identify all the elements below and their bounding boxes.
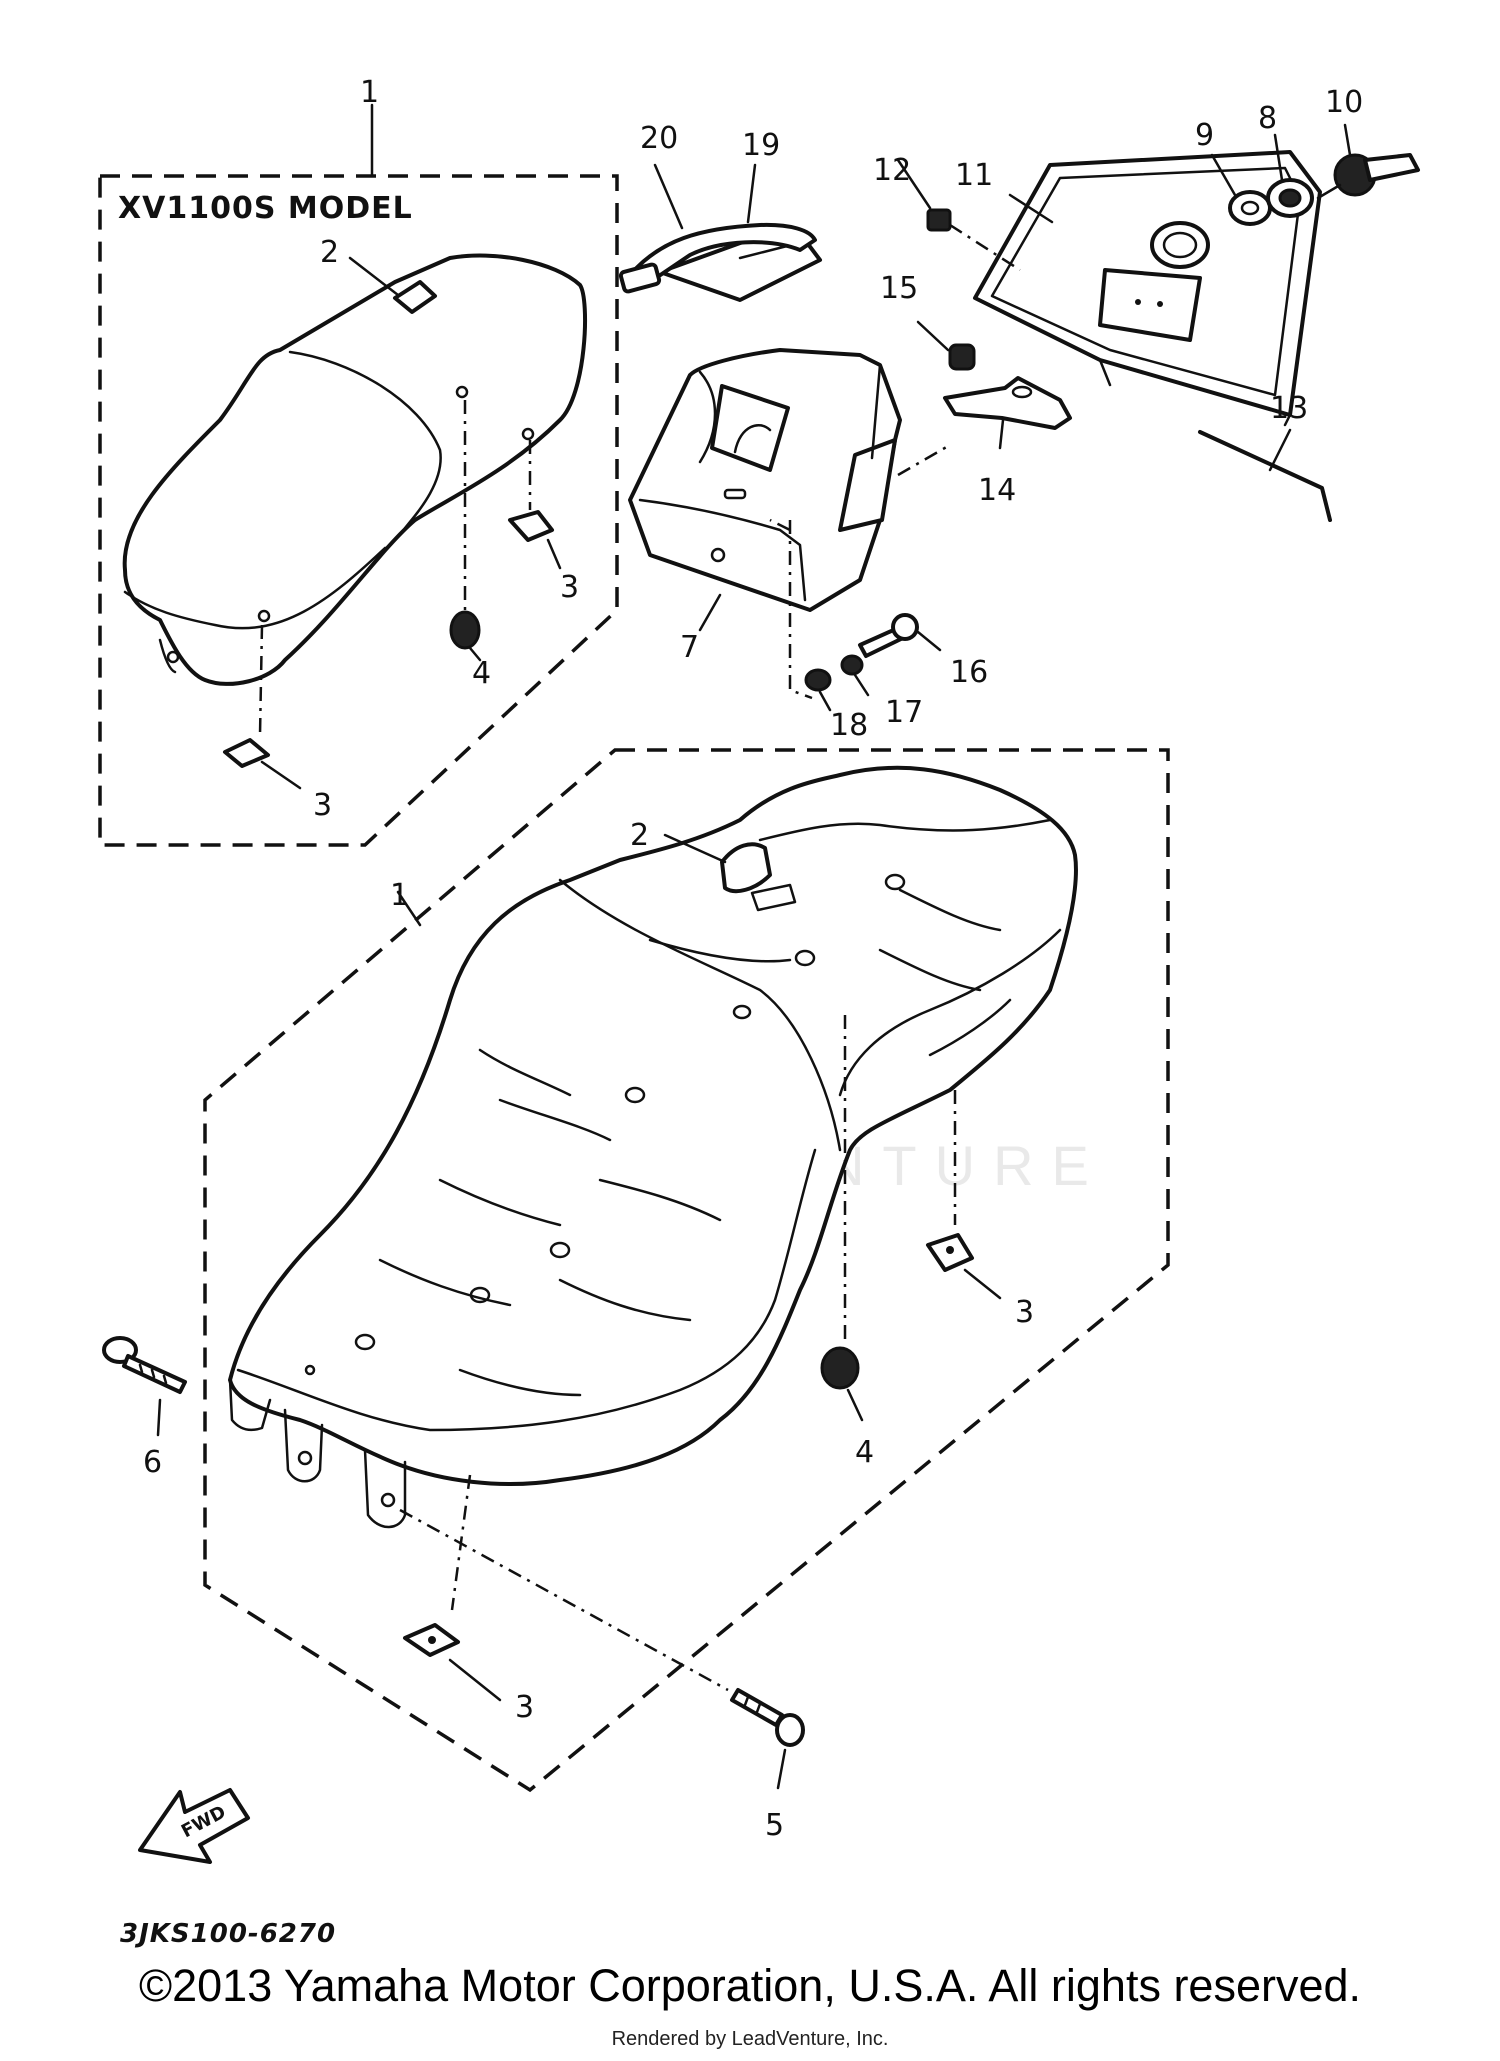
callout-inset-damper: 4 <box>472 656 491 691</box>
callout-main-seat: 1 <box>390 878 409 913</box>
inset-bracket-right <box>508 440 562 570</box>
inset-box: XV1100S MODEL <box>98 103 619 847</box>
callout-main-emblem: 2 <box>630 818 649 853</box>
callout-main-bolt-lower: 5 <box>765 1808 784 1843</box>
reference-code: 3JKS100-6270 <box>120 1919 336 1949</box>
main-bolt-left <box>102 1336 187 1437</box>
seat-cover <box>628 348 951 632</box>
washer-a <box>1266 133 1314 218</box>
inset-emblem <box>348 256 437 314</box>
callout-washer-b: 9 <box>1195 118 1214 153</box>
main-bolt-lower <box>399 1508 805 1790</box>
callout-lock: 10 <box>1325 85 1363 120</box>
strap <box>618 163 817 294</box>
callout-labels: 1 2 3 4 3 20 19 12 11 9 8 10 15 13 14 7 … <box>143 75 1363 1843</box>
rod <box>1198 428 1332 522</box>
callout-plate-nut: 15 <box>880 271 918 306</box>
rendered-by-notice: Rendered by LeadVenture, Inc. <box>611 2028 889 2050</box>
callout-main-bracket-lower: 3 <box>515 1690 534 1725</box>
callout-cover-bolt: 16 <box>950 655 988 690</box>
main-seat-box <box>203 748 1170 1793</box>
mounting-plate <box>943 376 1072 450</box>
lock <box>1316 123 1420 200</box>
plate-nut <box>916 320 976 371</box>
callout-collar: 17 <box>885 695 923 730</box>
callout-rod: 13 <box>1270 391 1308 426</box>
copyright-notice: ©2013 Yamaha Motor Corporation, U.S.A. A… <box>138 1960 1362 2011</box>
callout-cover-washer: 18 <box>830 708 868 743</box>
main-bracket-lower <box>403 1474 502 1702</box>
callout-strap-plate: 20 <box>640 121 678 156</box>
inset-damper <box>449 400 482 662</box>
callout-strap: 19 <box>742 128 780 163</box>
callout-washer-a: 8 <box>1258 101 1277 136</box>
callout-inset-seat: 1 <box>360 75 379 110</box>
inset-seat <box>122 253 588 686</box>
main-seat <box>228 765 1078 1529</box>
model-label: XV1100S MODEL <box>118 191 413 226</box>
main-damper <box>820 1015 864 1422</box>
callout-main-bracket-right: 3 <box>1015 1295 1034 1330</box>
cover-fasteners <box>769 518 942 712</box>
callout-box: 11 <box>955 158 993 193</box>
main-emblem <box>663 833 797 912</box>
callout-box-nut: 12 <box>873 153 911 188</box>
fwd-arrow-icon: FWD <box>138 1788 250 1864</box>
main-bracket-right <box>926 1090 1002 1300</box>
callout-cover: 7 <box>680 630 699 665</box>
callout-main-damper: 4 <box>855 1435 874 1470</box>
callout-main-bolt-left: 6 <box>143 1445 162 1480</box>
callout-plate: 14 <box>978 473 1016 508</box>
box-nut <box>896 158 1021 272</box>
callout-inset-emblem: 2 <box>320 235 339 270</box>
inset-bracket-front <box>223 624 302 790</box>
callout-inset-bracket-front: 3 <box>313 788 332 823</box>
washer-b <box>1210 153 1272 226</box>
callout-inset-bracket-right: 3 <box>560 570 579 605</box>
